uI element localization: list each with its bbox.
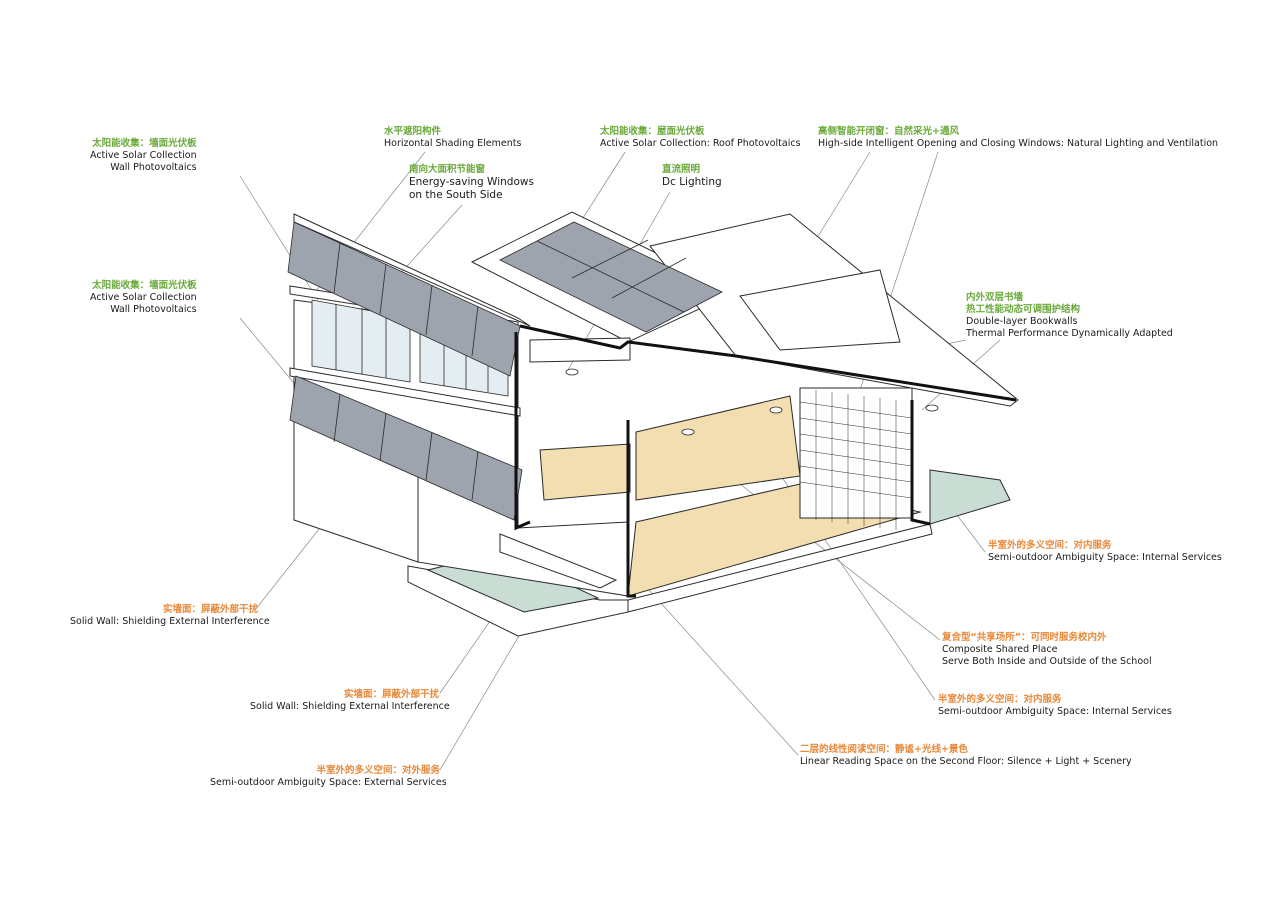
label-zh: 水平遮阳构件: [384, 126, 442, 137]
label-en: Thermal Performance Dynamically Adapted: [966, 328, 1173, 339]
label-en: Horizontal Shading Elements: [384, 138, 522, 149]
label-en: on the South Side: [409, 189, 503, 201]
label-zh: 复合型“共享场所”：可同时服务校内外: [942, 632, 1107, 643]
label-semi-outdoor-external: 半室外的多义空间：对外服务 Semi-outdoor Ambiguity Spa…: [210, 765, 447, 789]
label-shading: 水平遮阳构件 Horizontal Shading Elements: [384, 126, 521, 150]
label-wall-pv-1: 太阳能收集：墙面光伏板 Active Solar Collection Wall…: [90, 138, 197, 174]
label-en: Semi-outdoor Ambiguity Space: External S…: [210, 777, 447, 788]
ground-plinth: [407, 469, 1011, 637]
label-wall-pv-2: 太阳能收集：墙面光伏板 Active Solar Collection Wall…: [90, 280, 197, 316]
label-zh: 南向大面积节能窗: [409, 164, 486, 175]
label-zh: 半室外的多义空间：对内服务: [988, 540, 1112, 551]
label-en: Linear Reading Space on the Second Floor…: [800, 756, 1132, 767]
dc-lights: [565, 368, 939, 436]
label-zh: 太阳能收集：屋面光伏板: [600, 126, 705, 137]
label-zh: 半室外的多义空间：对外服务: [316, 765, 440, 776]
label-en: Serve Both Inside and Outside of the Sch…: [942, 656, 1152, 667]
label-en: Semi-outdoor Ambiguity Space: Internal S…: [988, 552, 1222, 563]
label-en: High-side Intelligent Opening and Closin…: [818, 138, 1219, 149]
label-zh: 半室外的多义空间：对内服务: [938, 694, 1062, 705]
label-en: Active Solar Collection: [90, 150, 197, 161]
label-en: Solid Wall: Shielding External Interfere…: [250, 701, 450, 712]
label-zh: 太阳能收集：墙面光伏板: [92, 138, 197, 149]
label-en: Wall Photovoltaics: [110, 162, 197, 173]
label-semi-outdoor-internal-1: 半室外的多义空间：对内服务 Semi-outdoor Ambiguity Spa…: [988, 540, 1222, 564]
label-en: Double-layer Bookwalls: [966, 316, 1078, 327]
label-zh-2: 热工性能动态可调围护结构: [966, 304, 1081, 315]
label-en: Semi-outdoor Ambiguity Space: Internal S…: [938, 706, 1172, 717]
wall-pv-lower: [289, 375, 523, 521]
label-high-windows: 高侧智能开闭窗：自然采光+通风 High-side Intelligent Op…: [818, 126, 1218, 150]
label-zh: 直流照明: [662, 164, 701, 175]
label-en: Dc Lighting: [662, 176, 722, 188]
label-zh: 内外双层书墙: [966, 292, 1024, 303]
label-solid-wall-1: 实墙面：屏蔽外部干扰 Solid Wall: Shielding Externa…: [70, 604, 270, 628]
label-solid-wall-2: 实墙面：屏蔽外部干扰 Solid Wall: Shielding Externa…: [250, 689, 450, 713]
label-en: Composite Shared Place: [942, 644, 1058, 655]
label-bookwalls: 内外双层书墙 热工性能动态可调围护结构 Double-layer Bookwal…: [966, 292, 1173, 340]
label-shared-place: 复合型“共享场所”：可同时服务校内外 Composite Shared Plac…: [942, 632, 1152, 668]
label-en: Active Solar Collection: [90, 292, 197, 303]
label-zh: 高侧智能开闭窗：自然采光+通风: [818, 126, 959, 137]
roof-pv: [499, 221, 723, 333]
label-zh: 二层的线性阅读空间：静谧+光线+景色: [800, 744, 968, 755]
label-reading-space: 二层的线性阅读空间：静谧+光线+景色 Linear Reading Space …: [800, 744, 1132, 768]
label-en: Solid Wall: Shielding External Interfere…: [70, 616, 270, 627]
label-zh: 实墙面：屏蔽外部干扰: [162, 604, 258, 615]
label-en: Active Solar Collection: Roof Photovolta…: [600, 138, 801, 149]
label-roof-pv: 太阳能收集：屋面光伏板 Active Solar Collection: Roo…: [600, 126, 801, 150]
section-walls: [514, 324, 1017, 598]
label-zh: 太阳能收集：墙面光伏板: [92, 280, 197, 291]
interior-section: [529, 337, 922, 597]
label-south-windows: 南向大面积节能窗 Energy-saving Windows on the So…: [409, 164, 534, 202]
bookwall: [799, 390, 913, 530]
label-zh: 实墙面：屏蔽外部干扰: [343, 689, 439, 700]
label-dc-lighting: 直流照明 Dc Lighting: [662, 164, 722, 189]
label-en: Wall Photovoltaics: [110, 304, 197, 315]
label-en: Energy-saving Windows: [409, 176, 534, 188]
label-semi-outdoor-internal-2: 半室外的多义空间：对内服务 Semi-outdoor Ambiguity Spa…: [938, 694, 1172, 718]
wall-pv-upper: [287, 221, 521, 377]
